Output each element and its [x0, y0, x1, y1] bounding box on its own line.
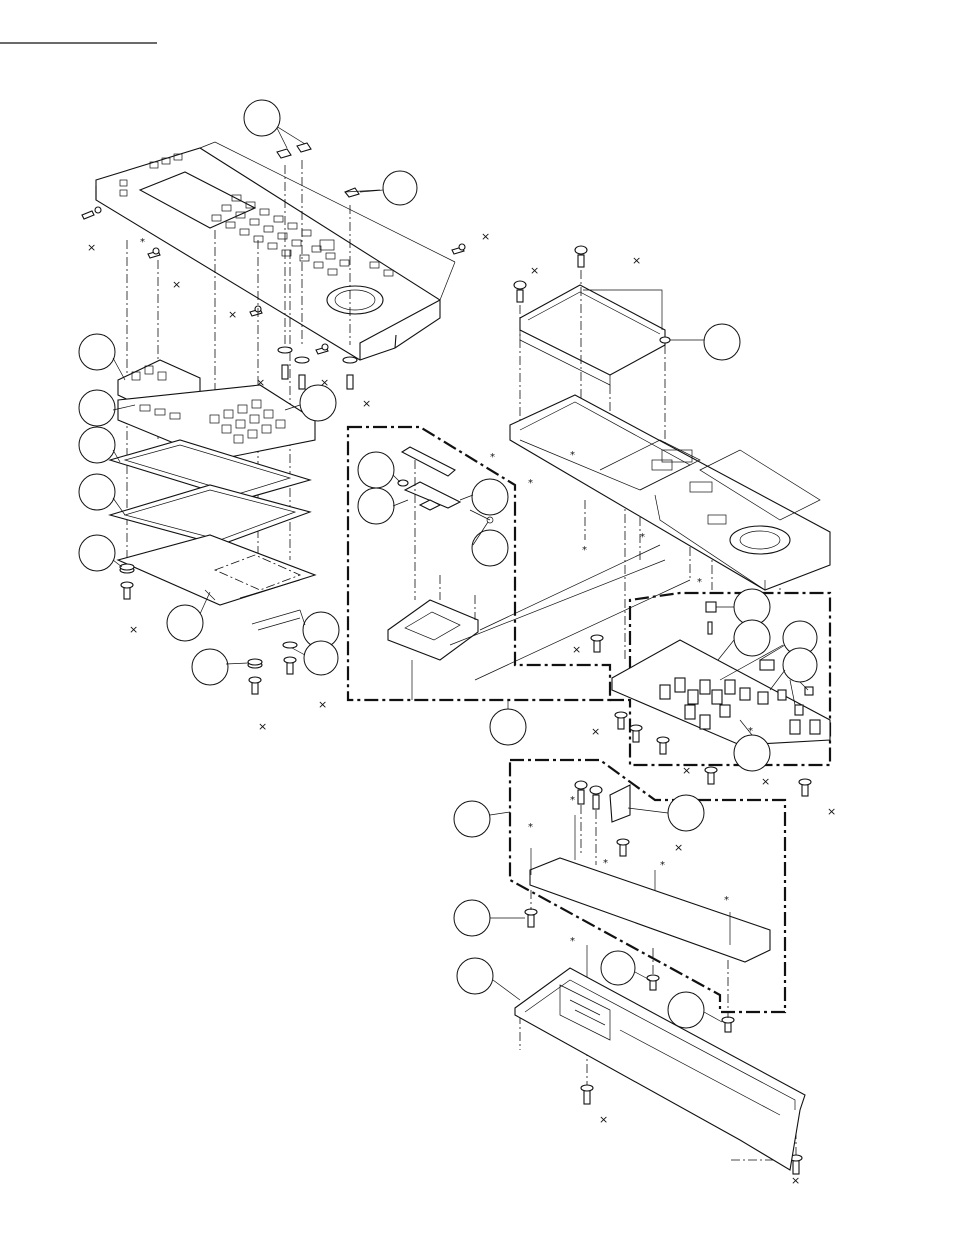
- callout-22: [782, 647, 818, 683]
- asterisk-mark: *: [582, 545, 587, 556]
- asterisk-marks: * * * * * * * * * * * * * *: [140, 237, 753, 947]
- callout-3: [78, 333, 116, 371]
- callout-5: [78, 426, 116, 464]
- callout-16: [471, 529, 509, 567]
- asterisk-mark: *: [640, 532, 645, 543]
- asterisk-mark: *: [603, 858, 608, 869]
- cross-mark: ×: [87, 241, 96, 254]
- cross-mark: ×: [320, 376, 329, 389]
- front-panel-assembly: [78, 99, 466, 695]
- callout-15: [471, 478, 509, 516]
- cross-mark: ×: [172, 278, 181, 291]
- callout-23: [733, 734, 771, 772]
- cross-mark: ×: [129, 623, 138, 636]
- callout-27: [600, 950, 636, 986]
- asterisk-mark: *: [570, 450, 575, 461]
- callout-28: [456, 957, 494, 995]
- asterisk-mark: *: [748, 726, 753, 737]
- cross-mark: ×: [682, 764, 691, 777]
- callout-13: [357, 451, 395, 489]
- cross-mark: ×: [258, 720, 267, 733]
- asterisk-mark: *: [697, 577, 702, 588]
- callout-24: [453, 800, 491, 838]
- callout-12: [191, 648, 229, 686]
- cross-mark: ×: [572, 643, 581, 656]
- cross-mark: ×: [481, 230, 490, 243]
- cross-mark: ×: [791, 1174, 800, 1187]
- cross-mark: ×: [530, 264, 539, 277]
- asterisk-mark: *: [660, 860, 665, 871]
- cross-mark: ×: [827, 805, 836, 818]
- callout-26: [453, 899, 491, 937]
- cross-mark: ×: [591, 725, 600, 738]
- cross-mark: ×: [599, 1113, 608, 1126]
- cross-mark: ×: [256, 376, 265, 389]
- callout-8: [299, 384, 337, 422]
- callout-1: [243, 99, 281, 137]
- asterisk-mark: *: [570, 936, 575, 947]
- asterisk-mark: *: [724, 895, 729, 906]
- callout-20: [733, 619, 771, 657]
- callout-6: [78, 473, 116, 511]
- cross-mark: ×: [761, 775, 770, 788]
- callout-14: [357, 487, 395, 525]
- callout-7: [78, 534, 116, 572]
- callout-11: [303, 640, 339, 676]
- cross-mark: ×: [674, 841, 683, 854]
- asterisk-mark: *: [570, 795, 575, 806]
- callout-25: [667, 794, 705, 832]
- cross-marks: × × × × × × × × × × × × × × × × × × × ×: [87, 230, 836, 1187]
- callout-17: [489, 708, 527, 746]
- cross-mark: ×: [228, 308, 237, 321]
- main-pcb-assembly: [590, 588, 832, 797]
- bottom-assembly: [453, 758, 806, 1175]
- asterisk-mark: *: [140, 237, 145, 248]
- callout-18: [703, 323, 741, 361]
- asterisk-mark: *: [490, 452, 495, 463]
- callout-29: [667, 991, 705, 1029]
- cross-mark: ×: [362, 397, 371, 410]
- callout-2: [382, 170, 418, 206]
- cross-mark: ×: [318, 698, 327, 711]
- sub-board-assembly: [346, 425, 691, 746]
- callout-4: [78, 389, 116, 427]
- cross-mark: ×: [632, 254, 641, 267]
- callout-9: [166, 604, 204, 642]
- asterisk-mark: *: [528, 822, 533, 833]
- asterisk-mark: *: [528, 478, 533, 489]
- chassis-assembly: [509, 245, 831, 660]
